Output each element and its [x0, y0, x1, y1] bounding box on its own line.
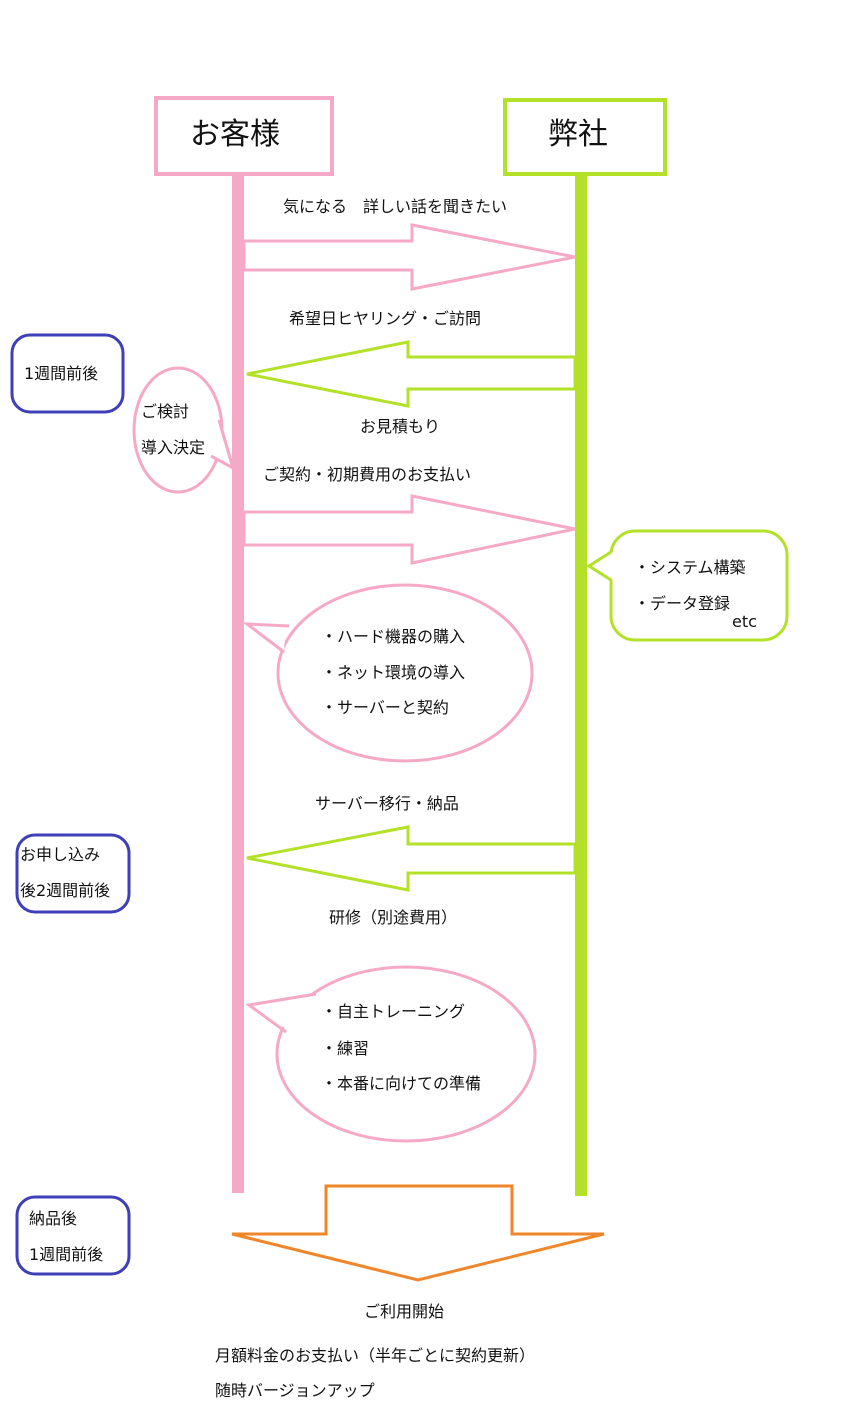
- start-payment: 月額料金のお支払い（半年ごとに契約更新）: [215, 1346, 536, 1365]
- review-line-1: ご検討: [141, 402, 190, 421]
- step-contract: ご契約・初期費用のお支払い: [263, 465, 472, 484]
- review-line-2: 導入決定: [141, 438, 206, 457]
- customer-prep-bubble: [242, 583, 534, 763]
- start-arrow: [231, 1184, 605, 1282]
- timeline-after-delivery-1: 納品後: [29, 1209, 78, 1228]
- prep-item-2: ・ネット環境の導入: [321, 663, 466, 682]
- company-task-2: ・データ登録: [634, 594, 731, 613]
- step-interest: 気になる 詳しい話を聞きたい: [283, 197, 508, 216]
- company-header: 弊社: [548, 117, 608, 152]
- start-upgrade: 随時バージョンアップ: [215, 1381, 375, 1400]
- arrow-hearing: [246, 340, 577, 408]
- timeline-box-after-apply: [15, 833, 131, 914]
- step-migration: サーバー移行・納品: [315, 794, 459, 813]
- customer-header: お客様: [190, 117, 280, 152]
- arrow-migration: [246, 825, 577, 892]
- timeline-one-week: 1週間前後: [24, 364, 99, 383]
- company-task-3: etc: [732, 612, 757, 631]
- review-bubble: [132, 366, 236, 494]
- step-training: 研修（別途費用）: [329, 908, 458, 927]
- timeline-after-apply-1: お申し込み: [20, 845, 101, 864]
- prep-item-3: ・サーバーと契約: [321, 698, 449, 717]
- customer-practice-bubble: [245, 965, 537, 1143]
- arrow-contract: [242, 494, 576, 565]
- timeline-box-after-delivery: [15, 1195, 131, 1276]
- timeline-after-delivery-2: 1週間前後: [29, 1245, 104, 1264]
- step-hearing: 希望日ヒヤリング・ご訪問: [289, 309, 482, 328]
- practice-item-3: ・本番に向けての準備: [321, 1074, 482, 1093]
- start-label: ご利用開始: [364, 1302, 445, 1321]
- customer-header-box: [154, 96, 334, 176]
- step-estimate: お見積もり: [360, 417, 441, 436]
- timeline-after-apply-2: 後2週間前後: [20, 881, 111, 900]
- practice-item-1: ・自主トレーニング: [321, 1002, 466, 1021]
- company-task-1: ・システム構築: [634, 558, 746, 577]
- prep-item-1: ・ハード機器の購入: [321, 627, 466, 646]
- arrow-interest: [242, 223, 576, 291]
- company-tasks-bubble: [586, 529, 789, 642]
- customer-lifeline: [232, 172, 244, 1193]
- company-header-box: [503, 98, 667, 176]
- company-lifeline: [575, 172, 587, 1196]
- timeline-box-one-week: [10, 333, 125, 414]
- practice-item-2: ・練習: [321, 1039, 370, 1058]
